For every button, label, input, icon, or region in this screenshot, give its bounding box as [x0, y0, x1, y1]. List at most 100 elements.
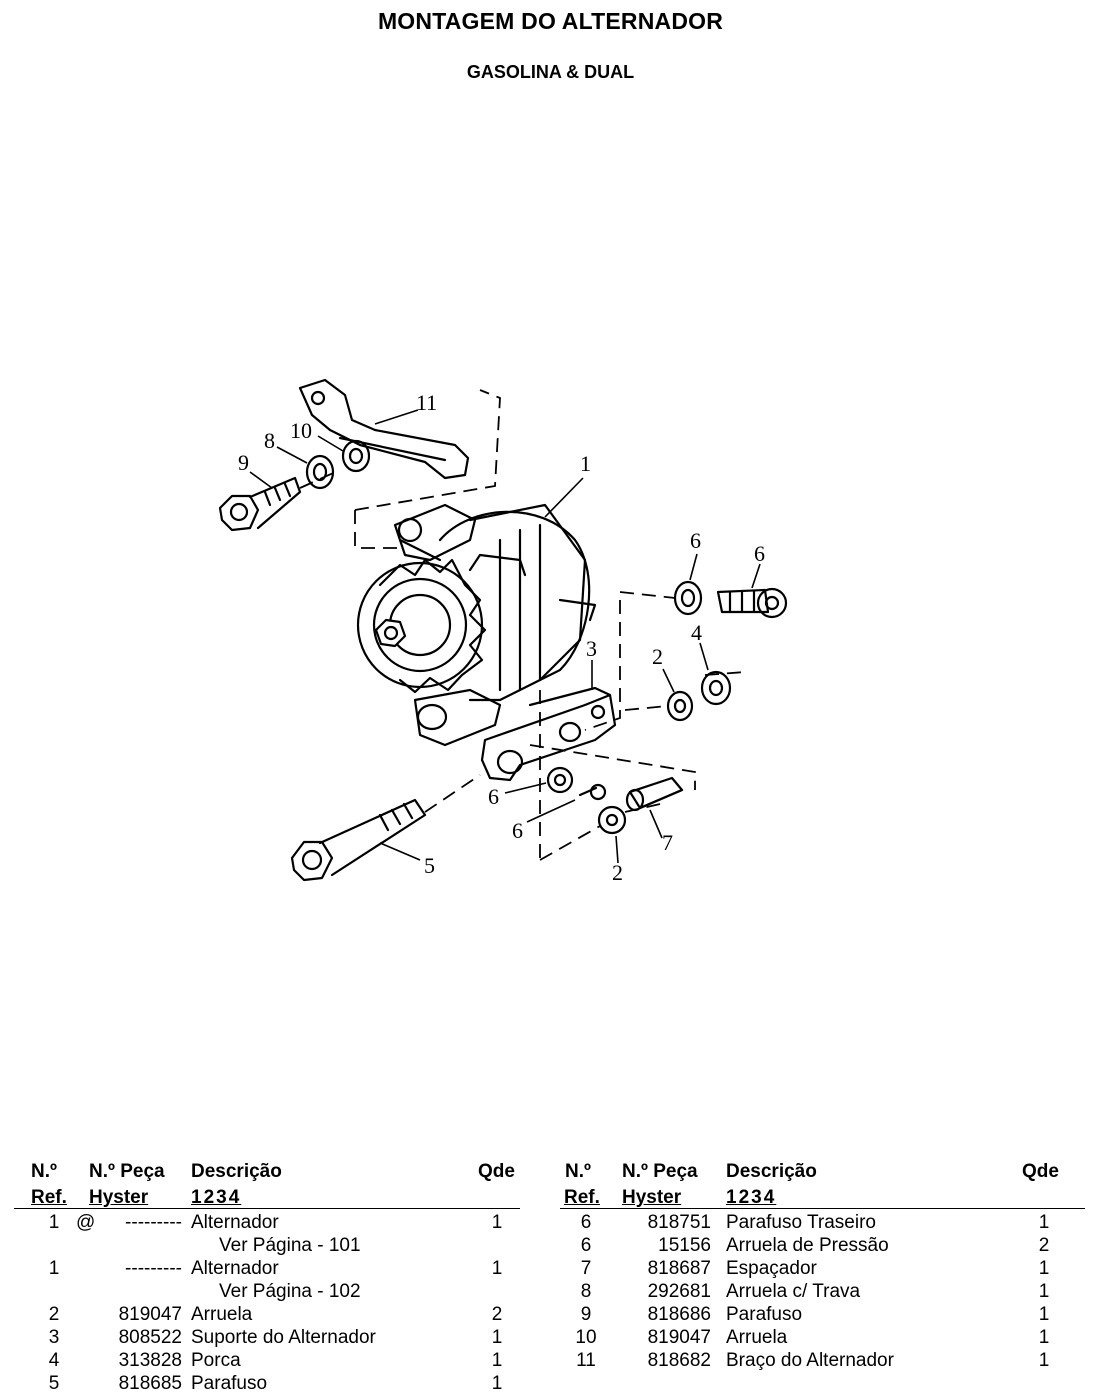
header-qty: Qde [478, 1161, 515, 1182]
header-ref: N.º [565, 1161, 591, 1182]
ref-cell: 7 [580, 1258, 592, 1279]
table-row: 6 818751 Parafuso Traseiro 1 [550, 1211, 1095, 1234]
page-title: MONTAGEM DO ALTERNADOR [377, 8, 724, 34]
qty-cell: 1 [1038, 1281, 1050, 1302]
desc-cell: Arruela c/ Trava [726, 1281, 861, 1302]
desc-cell: Parafuso [726, 1304, 803, 1325]
desc-cell: Parafuso [191, 1373, 268, 1394]
header-ref-2: Ref. [31, 1187, 67, 1208]
callout-2: 2 [612, 860, 623, 885]
mark-cell: @ [76, 1212, 96, 1233]
bolt-5-drawing [290, 798, 427, 882]
table-row: Ver Página - 102 [0, 1280, 540, 1303]
ref-cell: 1 [48, 1258, 60, 1279]
qty-cell: 1 [491, 1373, 503, 1394]
qty-cell: 1 [491, 1212, 503, 1233]
desc-cell: Arruela [726, 1327, 788, 1348]
table-row: 1 --------- Alternador 1 [0, 1257, 540, 1280]
desc-cell: Porca [191, 1350, 241, 1371]
table-row: 10 819047 Arruela 1 [550, 1326, 1095, 1349]
desc-cell: Parafuso Traseiro [726, 1212, 876, 1233]
bracket-3-drawing [480, 686, 617, 782]
header-desc: Descrição [726, 1161, 817, 1182]
table-row: 5 818685 Parafuso 1 [0, 1372, 540, 1395]
qty-cell: 1 [1038, 1327, 1050, 1348]
qty-cell: 2 [491, 1304, 503, 1325]
header-part: N.º Peça [622, 1161, 698, 1182]
desc-cell: Espaçador [726, 1258, 817, 1279]
header-part: N.º Peça [89, 1161, 165, 1182]
ref-cell: 11 [576, 1350, 596, 1371]
header-part-2: Hyster [622, 1187, 682, 1208]
table-row: 2 819047 Arruela 2 [0, 1303, 540, 1326]
part-cell: --------- [125, 1258, 182, 1279]
callout-6: 6 [754, 541, 765, 566]
part-cell: 818686 [647, 1304, 711, 1325]
part-cell: 819047 [647, 1327, 711, 1348]
header-rule [560, 1208, 1085, 1209]
desc-cell: Alternador [191, 1258, 279, 1279]
header-desc-2: 1234 [191, 1187, 242, 1208]
table-row: 1 @ --------- Alternador 1 [0, 1211, 540, 1234]
header-rule [14, 1208, 520, 1209]
desc-cell: Arruela [191, 1304, 253, 1325]
qty-cell: 2 [1038, 1235, 1050, 1256]
qty-cell: 1 [1038, 1350, 1050, 1371]
desc-cell: Braço do Alternador [726, 1350, 894, 1371]
desc-cell: Arruela de Pressão [726, 1235, 889, 1256]
qty-cell: 1 [1038, 1304, 1050, 1325]
part-cell: 818682 [647, 1350, 711, 1371]
desc-cell: Ver Página - 102 [219, 1281, 361, 1302]
alternator-arm-drawing [298, 378, 470, 480]
exploded-view-diagram: 1 2 2 3 4 5 6 6 6 6 7 8 9 10 11 [218, 378, 788, 885]
callout-4: 4 [691, 620, 702, 645]
alternator-drawing [356, 503, 597, 747]
part-cell: 15156 [658, 1235, 711, 1256]
part-cell: 818751 [647, 1212, 711, 1233]
callout-6: 6 [690, 528, 701, 553]
ref-cell: 6 [580, 1235, 592, 1256]
table-row: 9 818686 Parafuso 1 [550, 1303, 1095, 1326]
table-row: 11 818682 Braço do Alternador 1 [550, 1349, 1095, 1372]
callout-6: 6 [512, 818, 523, 843]
callout-7: 7 [662, 830, 673, 855]
part-cell: 818685 [118, 1373, 182, 1394]
bolt-9-drawing [218, 476, 302, 532]
part-cell: --------- [125, 1212, 182, 1233]
callout-6: 6 [488, 784, 499, 809]
ref-cell: 9 [580, 1304, 592, 1325]
header-desc-2: 1234 [726, 1187, 777, 1208]
ref-cell: 4 [48, 1350, 60, 1371]
ref-cell: 1 [48, 1212, 60, 1233]
callout-10: 10 [290, 418, 312, 443]
table-row: 3 808522 Suporte do Alternador 1 [0, 1326, 540, 1349]
callout-2: 2 [652, 644, 663, 669]
table-row: 7 818687 Espaçador 1 [550, 1257, 1095, 1280]
part-cell: 313828 [118, 1350, 182, 1371]
desc-cell: Alternador [191, 1212, 279, 1233]
header-ref-2: Ref. [564, 1187, 600, 1208]
part-cell: 819047 [118, 1304, 182, 1325]
page-subtitle: GASOLINA & DUAL [466, 62, 635, 82]
part-cell: 292681 [647, 1281, 711, 1302]
ref-cell: 3 [48, 1327, 60, 1348]
table-row: Ver Página - 101 [0, 1234, 540, 1257]
part-cell: 808522 [118, 1327, 182, 1348]
table-row: 6 15156 Arruela de Pressão 2 [550, 1234, 1095, 1257]
desc-cell: Suporte do Alternador [191, 1327, 376, 1348]
callout-3: 3 [586, 636, 597, 661]
ref-cell: 2 [48, 1304, 60, 1325]
header-part-2: Hyster [89, 1187, 149, 1208]
ref-cell: 6 [580, 1212, 592, 1233]
qty-cell: 1 [491, 1350, 503, 1371]
desc-cell: Ver Página - 101 [219, 1235, 361, 1256]
callout-11: 11 [416, 390, 437, 415]
qty-cell: 1 [491, 1258, 503, 1279]
header-ref: N.º [31, 1161, 57, 1182]
callout-8: 8 [264, 428, 275, 453]
ref-cell: 5 [48, 1373, 60, 1394]
callout-1: 1 [580, 451, 591, 476]
header-desc: Descrição [191, 1161, 282, 1182]
rear-bolt-6-drawing [716, 587, 788, 619]
part-cell: 818687 [647, 1258, 711, 1279]
